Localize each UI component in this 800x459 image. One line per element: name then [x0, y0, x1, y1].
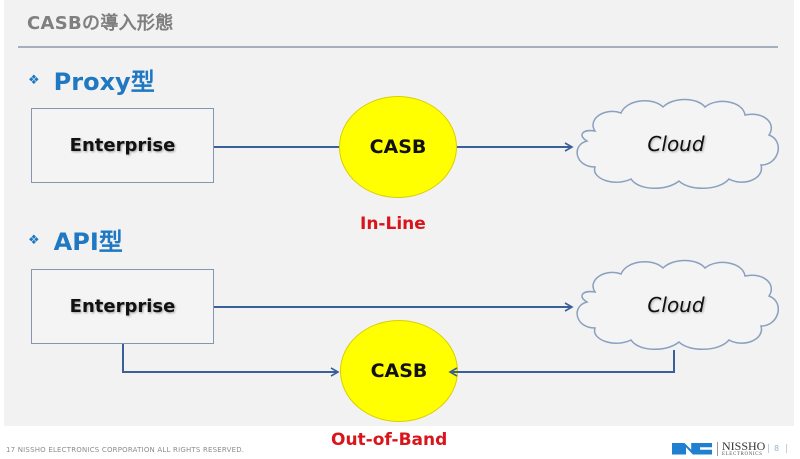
- casb-node-proxy: CASB: [339, 96, 457, 198]
- nc-logo-icon: [672, 442, 712, 455]
- page-number-divider: [768, 444, 769, 453]
- cloud-node-api: Cloud: [565, 256, 787, 354]
- diamond-bullet-icon: ❖: [28, 233, 40, 248]
- casb-node-api: CASB: [340, 320, 458, 422]
- footer-copyright: 17 NISSHO ELECTRONICS CORPORATION ALL RI…: [6, 446, 245, 454]
- cloud-label: Cloud: [647, 293, 705, 317]
- casb-label: CASB: [370, 360, 428, 382]
- enterprise-box-proxy: Enterprise: [31, 108, 214, 183]
- logo-name: NISSHO: [722, 439, 766, 453]
- enterprise-box-api: Enterprise: [31, 269, 214, 344]
- connector-enterprise-to-casb-api: [122, 344, 340, 377]
- casb-label: CASB: [369, 136, 427, 158]
- company-logo: NISSHO ELECTRONICS: [672, 440, 765, 457]
- enterprise-label: Enterprise: [69, 296, 176, 317]
- logo-divider: [717, 441, 718, 456]
- cloud-node-proxy: Cloud: [565, 95, 787, 193]
- cloud-icon: [576, 98, 779, 189]
- enterprise-label: Enterprise: [69, 135, 176, 156]
- page-number-divider: [786, 444, 787, 453]
- mode-label-out-of-band: Out-of-Band: [331, 430, 448, 450]
- cloud-label: Cloud: [647, 132, 705, 156]
- logo-subtitle: ELECTRONICS: [722, 452, 763, 457]
- section-heading-api: ❖ API型: [28, 222, 123, 257]
- diamond-bullet-icon: ❖: [28, 73, 40, 88]
- section-heading-text: API型: [53, 228, 123, 256]
- slide-title: CASBの導入形態: [27, 13, 174, 34]
- section-heading-text: Proxy型: [53, 68, 155, 96]
- mode-label-inline: In-Line: [360, 214, 426, 234]
- cloud-icon: [576, 259, 779, 350]
- page-number: 8: [774, 444, 780, 453]
- section-heading-proxy: ❖ Proxy型: [28, 62, 155, 97]
- title-divider: [18, 46, 778, 48]
- connector-cloud-to-casb-api: [448, 350, 675, 377]
